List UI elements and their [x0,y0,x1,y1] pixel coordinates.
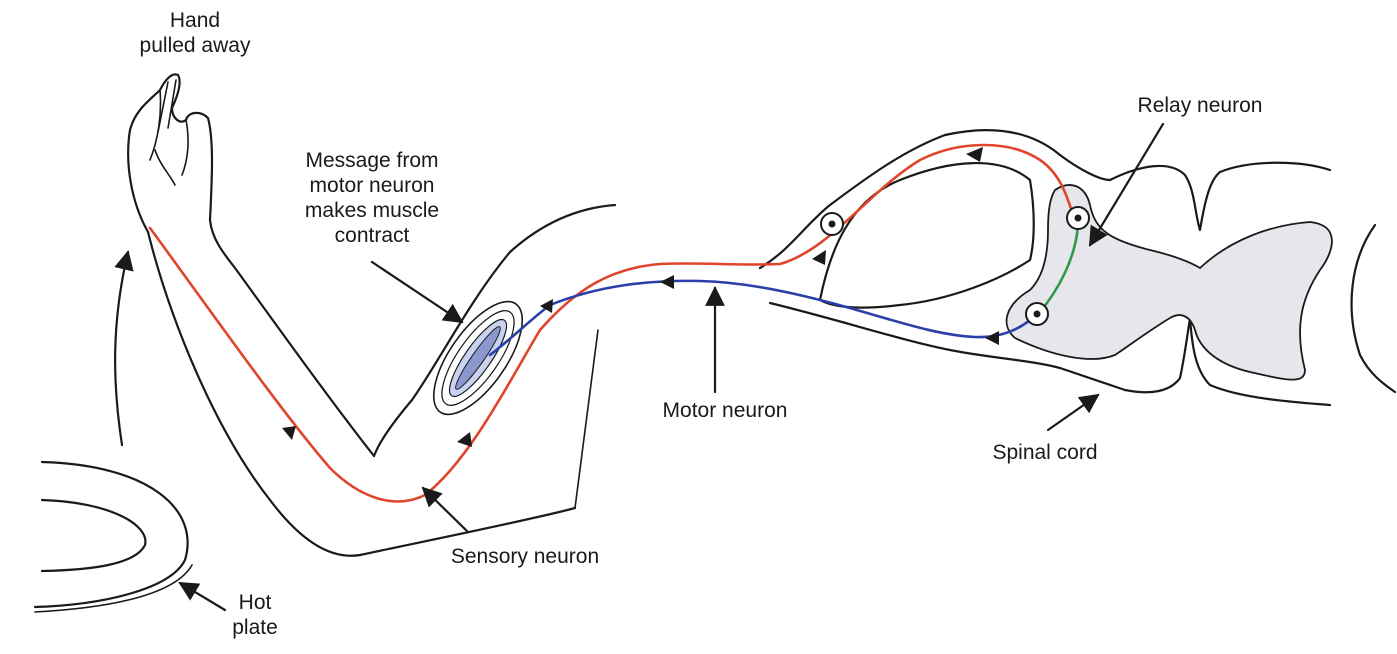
direction-arrowheads [282,147,999,447]
hot-plate-label: Hot plate [232,591,278,639]
sensory-neuron-label: Sensory neuron [450,545,600,568]
motor-cell-body [1025,302,1049,326]
grey-matter [1005,184,1333,381]
spinal-cord-label: Spinal cord [992,441,1098,464]
sensory-cell-body [820,212,844,236]
label-pointers [178,122,1165,612]
motor-neuron-path [488,279,1038,357]
relay-neuron-label: Relay neuron [1137,94,1263,117]
muscle-message-label: Message from motor neuron makes muscle c… [304,149,440,247]
relay-cell-body [1066,206,1090,230]
motor-neuron-label: Motor neuron [662,399,788,422]
hot-plate [33,460,193,613]
arm-outline [127,73,617,557]
spinal-cord-outline [1108,161,1397,407]
sensory-neuron-path [148,143,1076,503]
relay-neuron-path [1038,224,1080,314]
hand-pulled-away-label: Hand pulled away [139,9,251,57]
pull-away-arrow [114,250,134,447]
contracted-muscle [432,300,524,416]
